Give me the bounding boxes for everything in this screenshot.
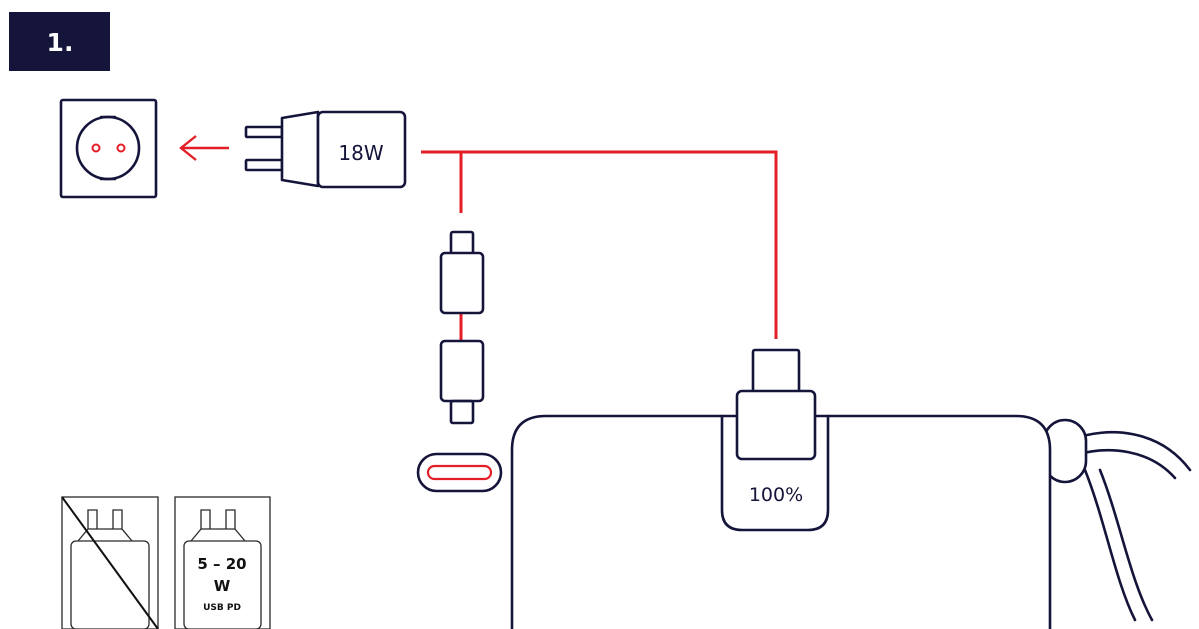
arrow-left-icon: [179, 135, 229, 161]
charger-range-label: 5 – 20: [197, 555, 246, 573]
usb-c-plug-icon: [439, 230, 485, 315]
lanyard-strap: [1042, 418, 1192, 622]
usb-c-plug-into-power-bank-icon: [735, 348, 817, 461]
usb-pd-charger-icon: 5 – 20 W USB PD: [174, 496, 271, 629]
step-number: 1.: [47, 28, 74, 57]
charge-level-label: 100%: [749, 484, 803, 506]
charger-wattage-label: 18W: [338, 141, 383, 165]
charger-unit-label: W: [214, 577, 231, 595]
charging-cable: [421, 150, 778, 341]
power-bank-icon: 100%: [510, 414, 1052, 629]
usb-c-plug-icon-bottom: [439, 339, 485, 425]
usb-c-port-icon: [416, 452, 503, 493]
crossed-charger-icon: [61, 496, 159, 629]
charger-protocol-label: USB PD: [203, 603, 241, 613]
step-badge: 1.: [9, 12, 110, 71]
wall-charger-icon: 18W: [244, 110, 407, 189]
wall-socket-icon: [59, 98, 158, 199]
